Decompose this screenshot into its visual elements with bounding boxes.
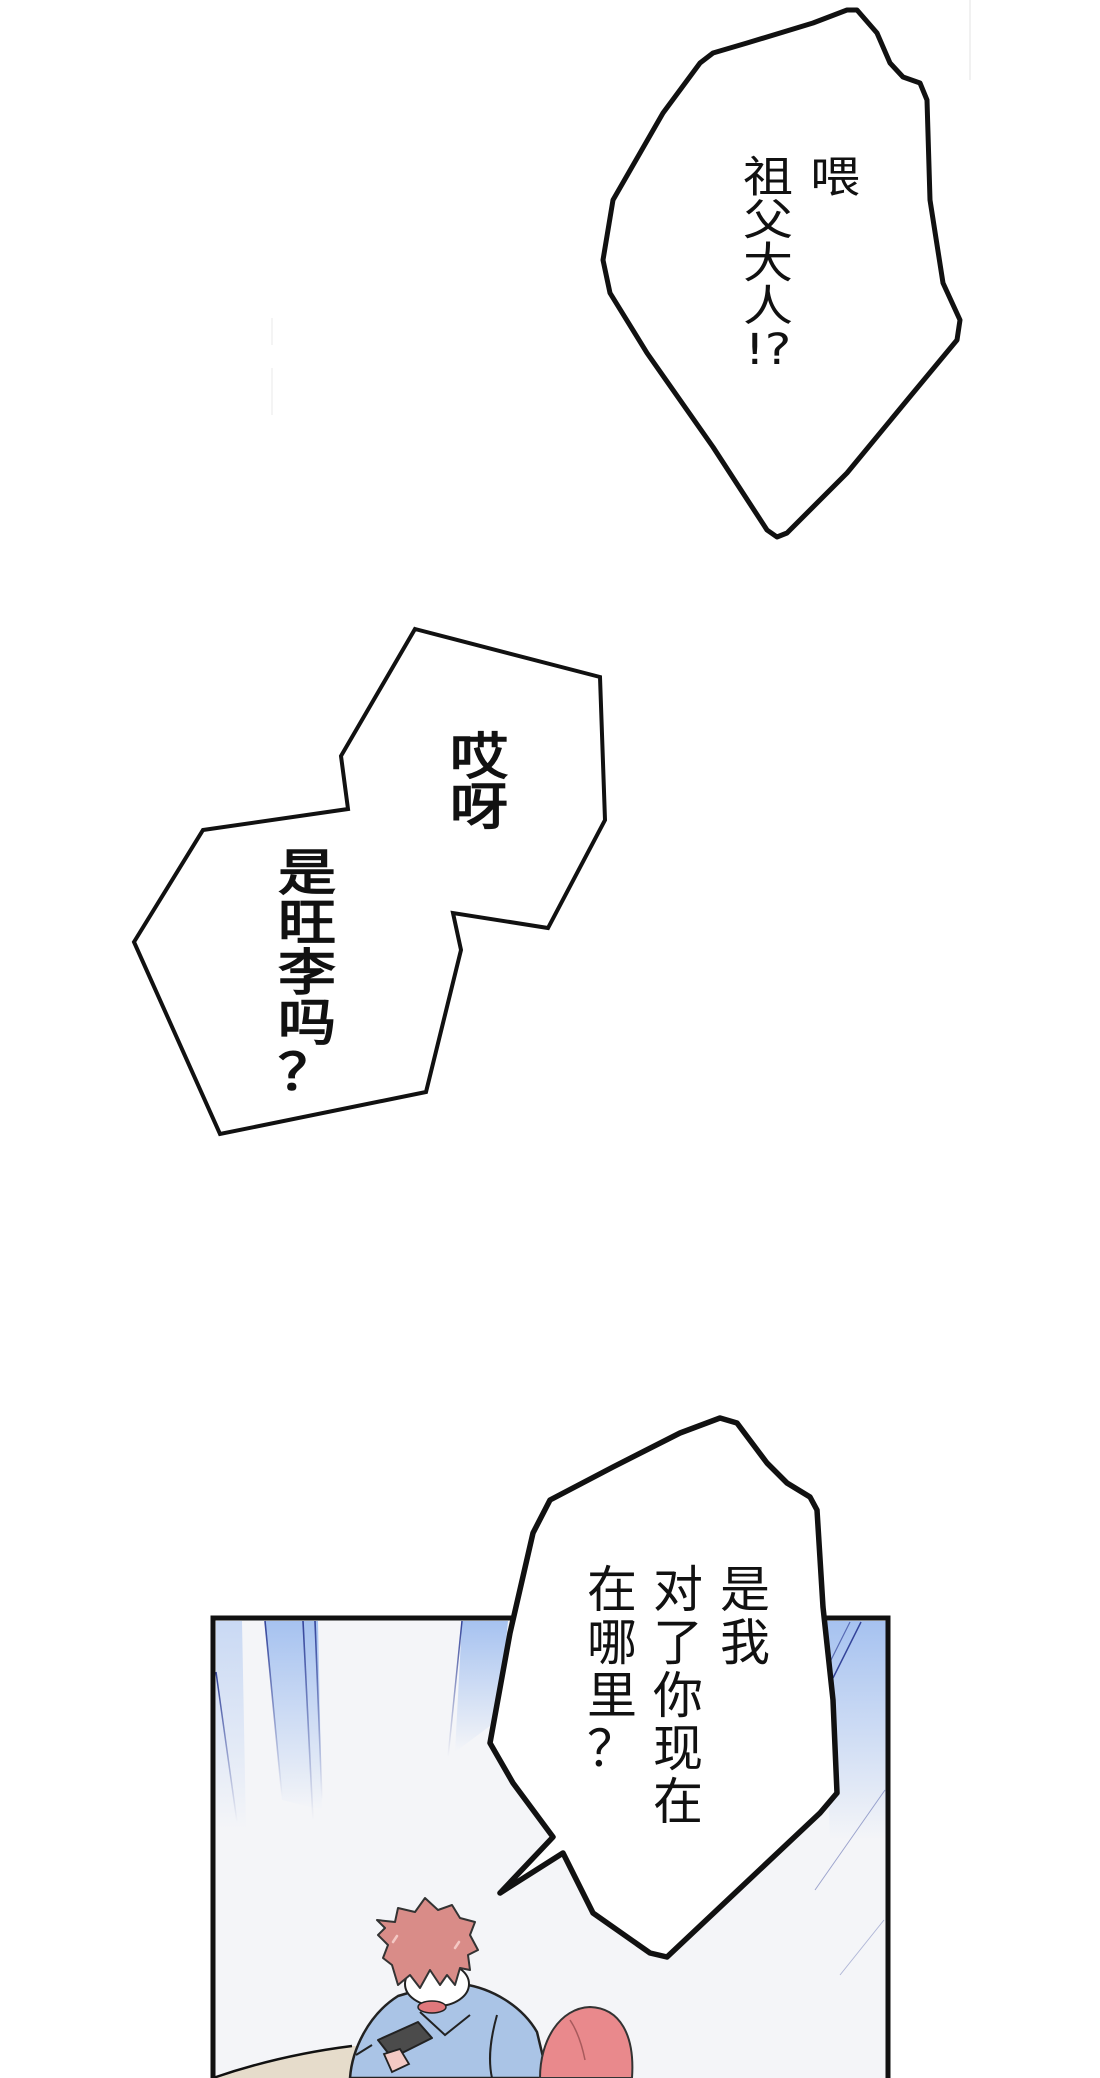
bubble-1-text-column-2: 祖父大人!? bbox=[743, 152, 793, 375]
shirt-fold-line bbox=[355, 2044, 373, 2056]
shirt-fold-line bbox=[488, 2014, 498, 2078]
floor-edge-line bbox=[212, 2044, 353, 2078]
bubble-3-text-column-3: 在哪里？ bbox=[587, 1561, 637, 1778]
bubble-2-text-column-2: 是旺李吗？ bbox=[277, 843, 336, 1102]
character-hand bbox=[382, 2047, 411, 2074]
character-mouth bbox=[417, 2000, 447, 2014]
speed-line bbox=[814, 1789, 886, 1891]
speech-bubble-3-outline bbox=[487, 1415, 840, 1960]
speed-line bbox=[215, 1671, 238, 1823]
character-hair bbox=[376, 1897, 479, 1989]
hair-strand-line bbox=[569, 2019, 586, 2061]
speed-line bbox=[447, 1620, 463, 1758]
speed-line bbox=[832, 1621, 862, 1679]
speed-line bbox=[829, 1621, 851, 1663]
phone-icon bbox=[377, 2021, 433, 2059]
bubble-2-text-column-1: 哎呀 bbox=[449, 727, 508, 837]
shirt-collar-line bbox=[419, 2011, 471, 2037]
speed-line bbox=[839, 1919, 885, 1976]
hair-highlight bbox=[453, 1940, 461, 1950]
speed-line bbox=[302, 1620, 314, 1821]
speed-line bbox=[264, 1620, 283, 1798]
bubble-3-text-column-1: 是我 bbox=[720, 1561, 770, 1672]
hair-highlight bbox=[391, 1934, 399, 1944]
speech-bubble-1-outline bbox=[600, 7, 963, 540]
character-boy-with-phone bbox=[348, 1897, 550, 2078]
bubble-1-text-column-1: 喂 bbox=[810, 152, 860, 203]
character-red-hair-head bbox=[538, 2005, 634, 2078]
speech-bubble-2-outline bbox=[131, 626, 608, 1137]
speed-line bbox=[314, 1620, 323, 1801]
speed-line-band bbox=[216, 1621, 246, 1830]
bubble-3-text-column-2: 对了你现在 bbox=[653, 1561, 703, 1831]
